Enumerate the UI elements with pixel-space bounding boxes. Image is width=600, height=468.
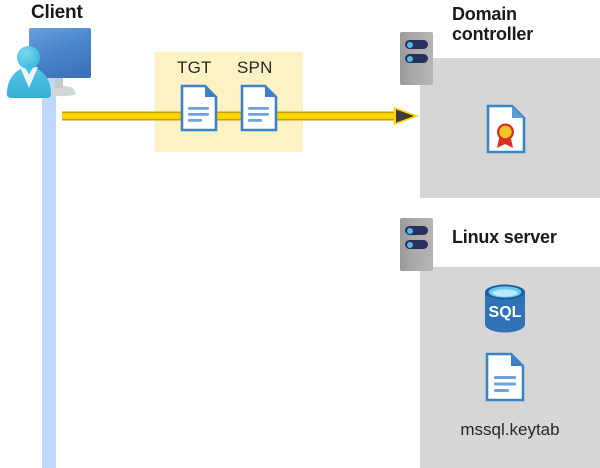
tgt-label: TGT [177,58,212,77]
domain-controller-label: Domain controller [452,4,534,45]
document-icon [485,352,525,402]
person-head [17,46,40,69]
server-led [405,40,428,49]
server-led [405,226,428,235]
request-arrow [62,106,420,126]
ticket-highlight-box [155,52,303,152]
keytab-file-label: mssql.keytab [460,420,560,439]
monitor-base [41,86,77,96]
server-tower-icon [400,218,433,271]
client-label: Client [31,2,83,23]
user-monitor-icon [5,28,97,98]
monitor-neck [55,78,63,88]
spn-label: SPN [237,58,273,77]
sql-database-icon: SQL [481,283,529,333]
server-tower-icon [400,32,433,85]
certificate-document-icon [486,104,526,154]
linux-server-label: Linux server [452,227,557,247]
document-icon [180,84,218,132]
server-led [405,240,428,249]
server-led [405,54,428,63]
arrow-icon [62,107,419,125]
document-icon [240,84,278,132]
sql-database-text: SQL [489,304,522,321]
client-lifeline-bar [42,70,56,468]
